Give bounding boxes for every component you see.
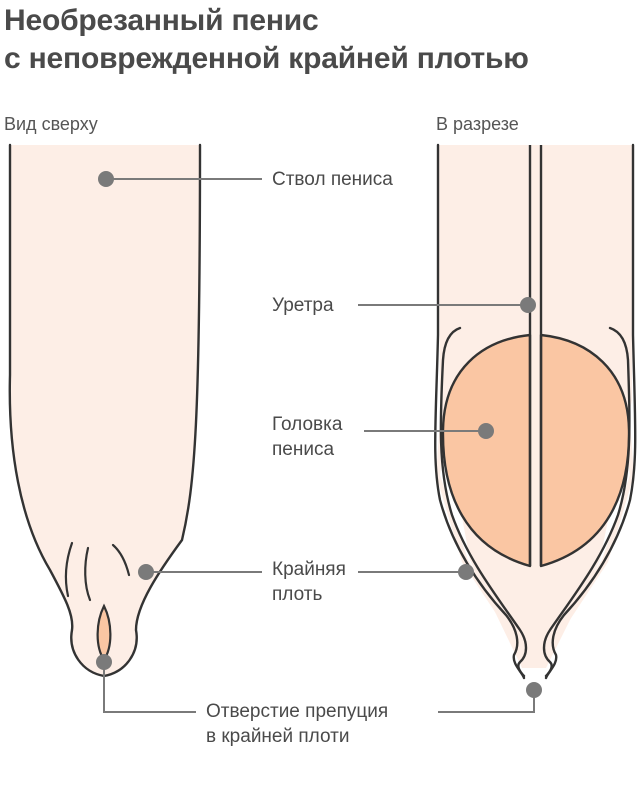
section-left-outline — [434, 143, 526, 680]
label-opening-line-2: в крайней плоти — [206, 726, 350, 747]
fold-line-2 — [84, 546, 92, 602]
top-view-right-outline — [102, 143, 202, 678]
label-shaft: Ствол пениса — [272, 169, 393, 190]
top-view-illustration — [8, 143, 202, 678]
marker-urethra — [520, 297, 536, 313]
foreskin-left-band — [436, 328, 522, 650]
foreskin-left-inner-outline — [439, 326, 528, 678]
leader-opening-left — [103, 662, 196, 713]
foreskin-right-inner-outline — [542, 326, 631, 678]
leader-opening-right — [438, 690, 535, 713]
label-foreskin-line-1: Крайняя — [272, 559, 346, 580]
leader-lines — [103, 178, 535, 713]
label-glans-line-2: пениса — [272, 439, 335, 460]
label-glans-line-1: Головка — [272, 414, 343, 435]
title-line-1: Необрезанный пенис — [4, 4, 319, 37]
marker-opening-left — [96, 654, 112, 670]
marker-shaft — [98, 171, 114, 187]
label-opening: Отверстие препуция в крайней плоти — [206, 699, 388, 749]
diagram-title: Необрезанный пенис с неповрежденной край… — [4, 2, 529, 78]
label-glans: Головка пениса — [272, 412, 342, 462]
marker-opening-right — [526, 682, 542, 698]
label-opening-line-1: Отверстие препуция — [206, 701, 389, 722]
top-view-skin-fill — [9, 145, 200, 676]
marker-glans — [478, 423, 494, 439]
label-foreskin-line-2: плоть — [272, 584, 323, 605]
section-view-illustration — [434, 143, 637, 680]
marker-dots — [96, 171, 542, 698]
title-line-2: с неповрежденной крайней плотью — [4, 42, 529, 75]
fold-line-1 — [64, 541, 74, 598]
top-view-left-outline — [8, 143, 106, 678]
foreskin-right-band — [548, 328, 634, 650]
fold-line-3 — [111, 543, 131, 577]
caption-top-view: Вид сверху — [4, 114, 98, 134]
caption-section-view: В разрезе — [436, 114, 519, 134]
label-foreskin: Крайняя плоть — [272, 557, 346, 607]
marker-foreskin-left — [138, 564, 154, 580]
label-urethra: Уретра — [272, 295, 334, 316]
section-right-outline — [544, 143, 637, 680]
marker-foreskin-right — [458, 564, 474, 580]
